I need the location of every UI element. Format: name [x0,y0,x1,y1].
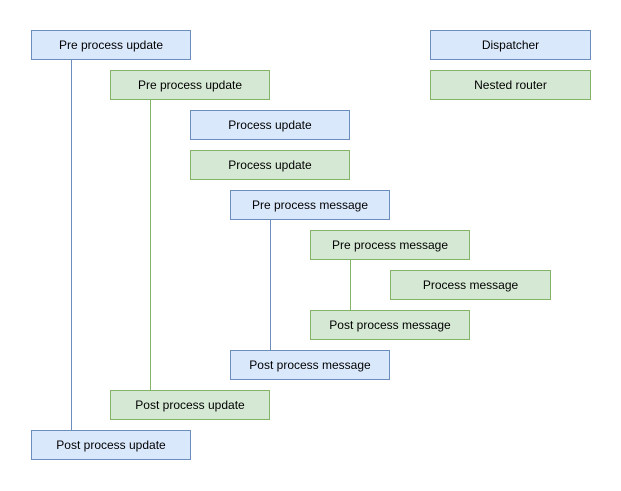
node-pre-process-message-router: Pre process message [310,230,470,260]
node-process-update-router: Process update [190,150,350,180]
node-label: Post process update [56,438,166,452]
node-label: Pre process update [58,38,164,52]
node-post-process-message-router: Post process message [310,310,470,340]
node-label: Nested router [474,78,547,92]
connector-message-dispatcher [270,220,271,350]
node-label: Process update [228,118,312,132]
node-post-process-update-dispatcher: Post process update [31,430,191,460]
node-label: Pre process message [331,238,449,252]
node-post-process-message-dispatcher: Post process message [230,350,390,380]
node-process-update-dispatcher: Process update [190,110,350,140]
node-pre-process-message-dispatcher: Pre process message [230,190,390,220]
node-label: Process message [422,278,519,292]
node-post-process-update-router: Post process update [110,390,270,420]
node-pre-process-update-router: Pre process update [110,70,270,100]
node-label: Pre process update [137,78,243,92]
connector-update-dispatcher [71,60,72,430]
node-dispatcher: Dispatcher [430,30,591,60]
connector-message-router [350,260,351,310]
node-nested-router: Nested router [430,70,591,100]
node-label: Post process message [329,318,451,332]
node-process-message: Process message [390,270,551,300]
connector-update-router [150,100,151,390]
node-label: Pre process message [251,198,369,212]
node-label: Post process message [249,358,371,372]
node-label: Dispatcher [481,38,540,52]
node-pre-process-update-dispatcher: Pre process update [31,30,191,60]
node-label: Post process update [135,398,245,412]
node-label: Process update [228,158,312,172]
